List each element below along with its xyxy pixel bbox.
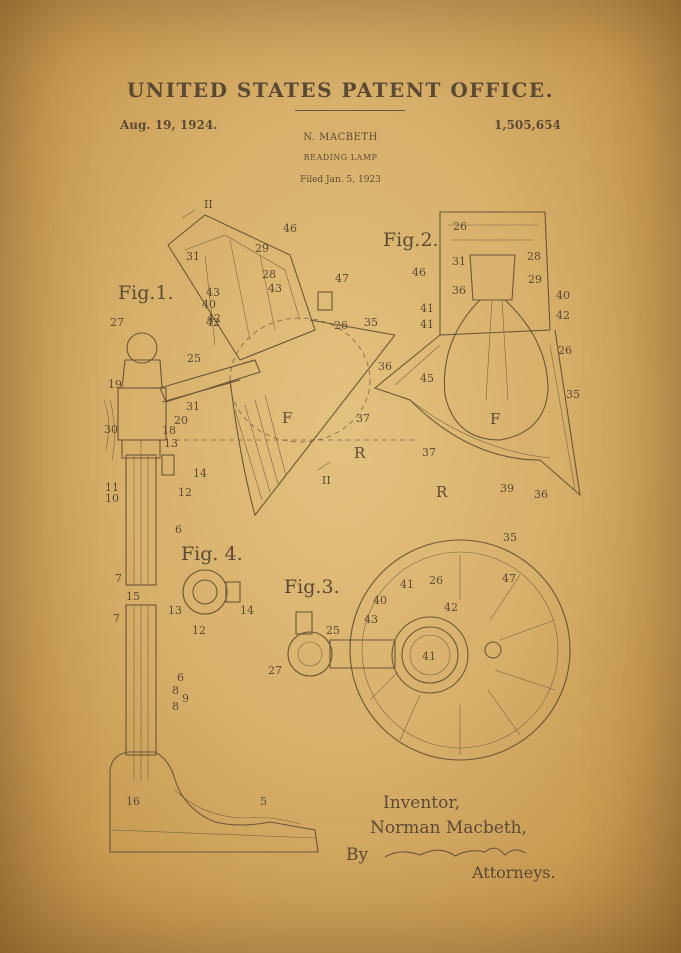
fig1-callout-43: 43	[206, 286, 220, 299]
fig2-callout-45: 45	[420, 372, 434, 385]
fig1-callout-28: 28	[262, 268, 276, 281]
fig1-callout-29: 29	[255, 242, 269, 255]
fig2-callout-36: 36	[534, 488, 548, 501]
fig2-callout-42: 42	[556, 309, 570, 322]
fig3-label: Fig.3.	[284, 576, 340, 598]
filed-date: Filed Jan. 5, 1923	[300, 175, 381, 185]
fig1-callout-8: 8	[172, 684, 179, 697]
fig1-callout-16: 16	[126, 795, 140, 808]
fig1-label: Fig.1.	[118, 282, 174, 304]
fig2-label: Fig.2.	[383, 229, 439, 251]
fig3-callout-25: 25	[326, 624, 340, 637]
fig2-callout-29: 29	[528, 273, 542, 286]
fig1-callout-31: 31	[186, 250, 200, 263]
fig1-callout-9: 9	[182, 692, 189, 705]
fig4-callout-12: 12	[192, 624, 206, 637]
fig3-drawing	[287, 539, 571, 761]
fig1-callout-8: 8	[172, 700, 179, 713]
fig4-drawing	[182, 569, 241, 615]
fig1-callout-II: II	[322, 474, 331, 487]
fig4-callout-14: 14	[240, 604, 254, 617]
fig1-callout-46: 46	[283, 222, 297, 235]
inventor-signature-name: Norman Macbeth,	[370, 818, 528, 838]
fig1-callout-12: 12	[178, 486, 192, 499]
fig2-callout-39: 39	[500, 482, 514, 495]
fig1-callout-15: 15	[126, 590, 140, 603]
by-label: By	[346, 845, 369, 865]
fig2-callout-F: F	[490, 410, 500, 428]
fig1-callout-11: 11	[105, 481, 119, 494]
fig2-callout-R: R	[436, 483, 448, 501]
fig2-callout-40: 40	[556, 289, 570, 302]
fig1-callout-26: 26	[334, 319, 348, 332]
fig1-callout-F: F	[282, 409, 292, 427]
fig1-callout-47: 47	[335, 272, 349, 285]
patent-number: 1,505,654	[494, 118, 561, 132]
fig1-callout-36: 36	[378, 360, 392, 373]
fig2-callout-36: 36	[452, 284, 466, 297]
attorneys-label: Attorneys.	[472, 863, 556, 882]
heading-rule	[295, 110, 405, 111]
fig3-callout-26: 26	[429, 574, 443, 587]
fig1-callout-30: 30	[104, 423, 118, 436]
fig3-callout-27: 27	[268, 664, 282, 677]
fig3-callout-41: 41	[400, 578, 414, 591]
inventor-label: Inventor,	[383, 793, 461, 813]
fig2-callout-37: 37	[422, 446, 436, 459]
fig1-callout-43: 43	[268, 282, 282, 295]
fig1-callout-5: 5	[260, 795, 267, 808]
fig3-callout-41: 41	[422, 650, 436, 663]
fig1-callout-27: 27	[110, 316, 124, 329]
office-heading: UNITED STATES PATENT OFFICE.	[126, 78, 555, 102]
fig1-callout-25: 25	[187, 352, 201, 365]
fig4-label: Fig. 4.	[181, 543, 243, 565]
fig3-callout-42: 42	[444, 601, 458, 614]
patent-date: Aug. 19, 1924.	[120, 118, 218, 132]
fig3-callout-35: 35	[503, 531, 517, 544]
fig1-callout-6: 6	[177, 671, 184, 684]
fig1-callout-42: 42	[207, 312, 221, 325]
fig1-callout-10: 10	[105, 492, 119, 505]
fig3-callout-47: 47	[502, 572, 516, 585]
fig1-callout-35: 35	[364, 316, 378, 329]
fig2-callout-41: 41	[420, 302, 434, 315]
fig1-callout-19: 19	[108, 378, 122, 391]
inventor-name: N. MACBETH	[303, 132, 378, 143]
fig3-callout-40: 40	[373, 594, 387, 607]
fig1-callout-II: II	[204, 198, 213, 211]
fig4-callout-13: 13	[168, 604, 182, 617]
patent-title: READING LAMP	[303, 153, 378, 162]
fig1-callout-37: 37	[356, 412, 370, 425]
fig1-callout-13: 13	[164, 437, 178, 450]
fig1-callout-31: 31	[186, 400, 200, 413]
fig3-callout-43: 43	[364, 613, 378, 626]
fig1-callout-6: 6	[175, 523, 182, 536]
fig1-callout-40: 40	[202, 298, 216, 311]
fig2-callout-28: 28	[527, 250, 541, 263]
fig1-callout-20: 20	[174, 414, 188, 427]
fig2-callout-31: 31	[452, 255, 466, 268]
attorney-signature	[384, 847, 526, 858]
fig1-callout-R: R	[354, 444, 366, 462]
fig1-callout-14: 14	[193, 467, 207, 480]
fig1-callout-7: 7	[115, 572, 122, 585]
fig1-callout-42: 42	[206, 316, 220, 329]
fig2-callout-46: 46	[412, 266, 426, 279]
fig2-callout-35: 35	[566, 388, 580, 401]
fig1-callout-7: 7	[113, 612, 120, 625]
fig2-callout-26: 26	[558, 344, 572, 357]
fig1-drawing	[103, 209, 415, 853]
fig2-drawing	[373, 211, 581, 497]
fig2-callout-26: 26	[453, 220, 467, 233]
fig1-callout-18: 18	[162, 424, 176, 437]
fig2-callout-41: 41	[420, 318, 434, 331]
